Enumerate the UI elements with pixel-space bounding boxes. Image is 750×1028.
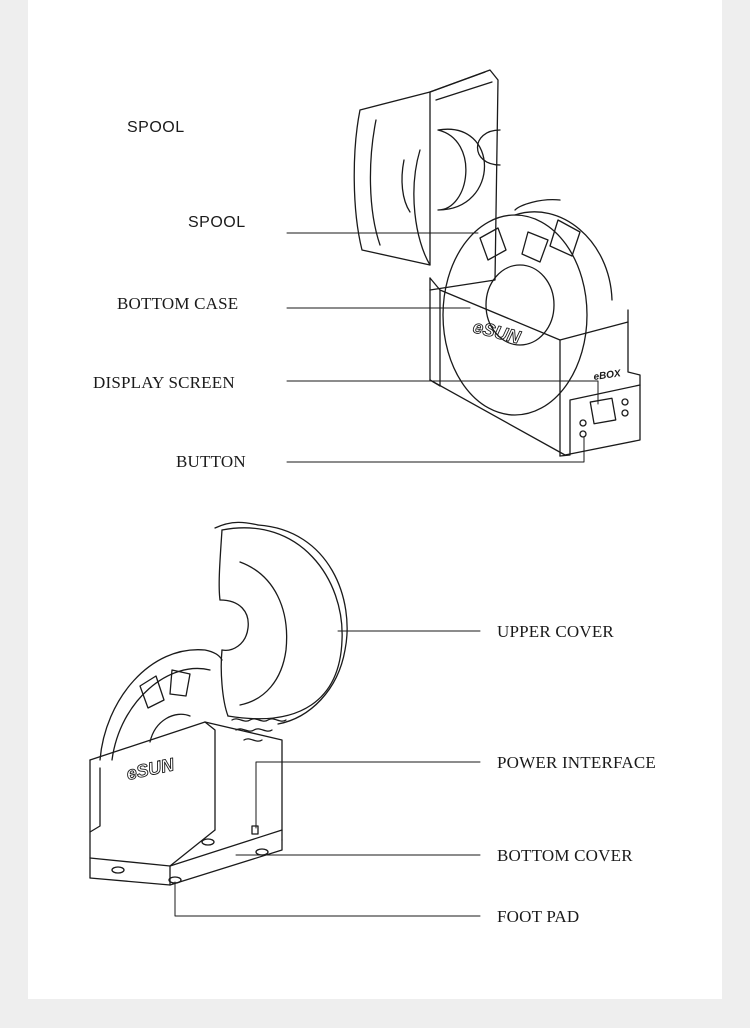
- power-interface-port: [251, 825, 259, 835]
- foot-pad-3: [201, 838, 215, 846]
- display-screen: [589, 397, 617, 425]
- label-spool-a: SPOOL: [127, 119, 185, 136]
- label-upper-cover: UPPER COVER: [497, 622, 614, 641]
- bottom-spool-window-a: [139, 675, 165, 709]
- control-button-2: [579, 430, 587, 438]
- model-mark: eBOX: [593, 368, 623, 383]
- leader-button: [286, 436, 585, 463]
- leader-display-screen: [286, 380, 599, 405]
- label-bottom-cover: BOTTOM COVER: [497, 846, 633, 865]
- hinge-springs: [231, 718, 287, 742]
- label-power-interface: POWER INTERFACE: [497, 753, 656, 772]
- label-spool-b: SPOOL: [188, 214, 246, 231]
- diagram-panel: [28, 0, 722, 999]
- control-button-1: [579, 419, 587, 427]
- bottom-dryer-box-illustration: eSUN: [89, 521, 348, 886]
- label-foot-pad: FOOT PAD: [497, 907, 580, 926]
- bottom-leader-lines: [174, 630, 481, 917]
- top-bottom-case: eSUN eBOX: [429, 277, 641, 457]
- top-dryer-box-illustration: eSUN eBOX: [353, 69, 641, 457]
- bottom-case-body: eSUN: [89, 721, 283, 886]
- foot-pad-1: [111, 866, 125, 874]
- bottom-spool: [99, 649, 223, 761]
- top-leader-lines: [286, 232, 599, 463]
- bottom-spool-window-b: [169, 669, 191, 697]
- leader-foot-pad: [174, 881, 481, 917]
- leader-power-interface: [255, 761, 481, 829]
- top-upper-cover-outline: [353, 91, 431, 266]
- label-display-screen: DISPLAY SCREEN: [93, 373, 235, 392]
- label-bottom-case: BOTTOM CASE: [117, 294, 239, 313]
- spool-window-a: [479, 227, 507, 261]
- control-button-3: [621, 398, 629, 406]
- foot-pad-4: [255, 848, 269, 856]
- bottom-upper-cover: [214, 521, 348, 725]
- spool-window-c: [549, 219, 581, 257]
- label-button: BUTTON: [176, 452, 246, 471]
- spool-outer-rim: [442, 214, 588, 416]
- control-button-4: [621, 409, 629, 417]
- spool-window-b: [521, 231, 549, 263]
- bottom-brand-logo: eSUN: [125, 754, 177, 784]
- top-spool: [442, 199, 613, 416]
